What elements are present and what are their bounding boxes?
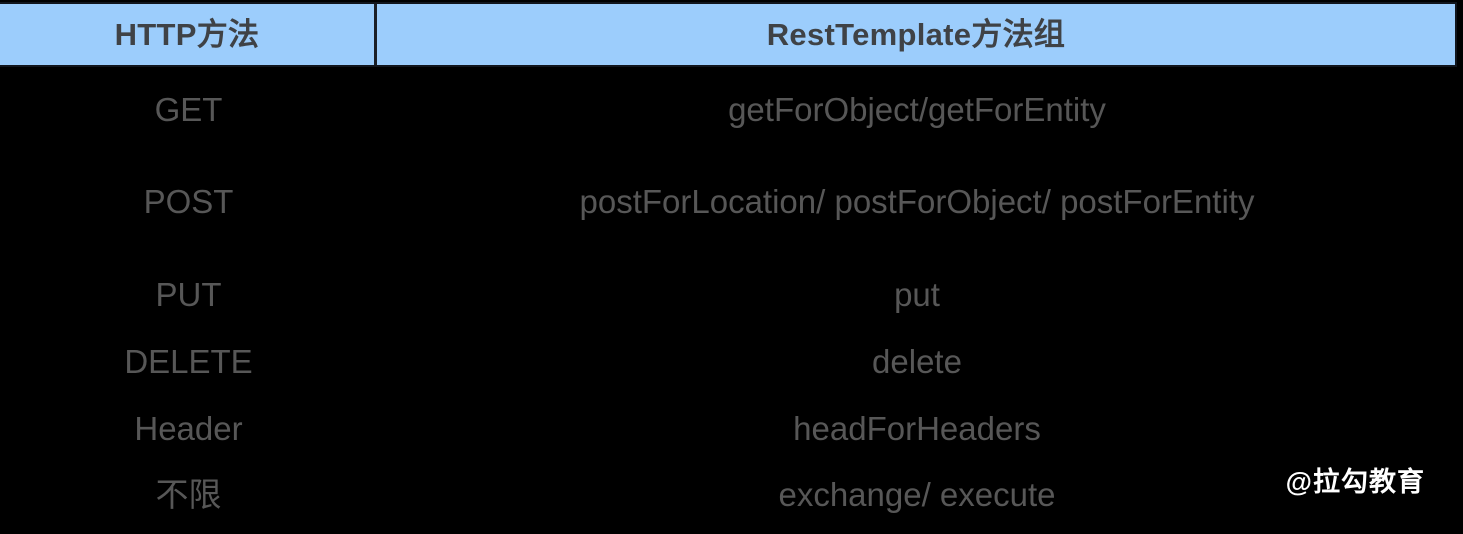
column-header-http-method: HTTP方法 bbox=[0, 4, 377, 65]
table-row: 不限 exchange/ execute bbox=[0, 471, 1457, 519]
cell-resttemplate-group: headForHeaders bbox=[793, 409, 1041, 447]
table-row: GET getForObject/getForEntity bbox=[0, 86, 1457, 134]
cell-http-method: PUT bbox=[155, 275, 222, 313]
cell-http-method: Header bbox=[134, 409, 243, 447]
cell-resttemplate-group: getForObject/getForEntity bbox=[728, 90, 1106, 128]
cell-resttemplate-group: put bbox=[894, 275, 940, 313]
table-header-row: HTTP方法 RestTemplate方法组 bbox=[0, 2, 1457, 67]
table-row: POST postForLocation/ postForObject/ pos… bbox=[0, 178, 1457, 226]
column-header-resttemplate-group: RestTemplate方法组 bbox=[377, 4, 1455, 65]
table-row: Header headForHeaders bbox=[0, 405, 1457, 453]
column-header-resttemplate-group-label: RestTemplate方法组 bbox=[766, 17, 1066, 52]
table-row: DELETE delete bbox=[0, 338, 1457, 386]
column-header-http-method-label: HTTP方法 bbox=[114, 17, 260, 52]
cell-http-method: GET bbox=[154, 90, 223, 128]
cell-http-method: DELETE bbox=[124, 342, 253, 380]
cell-resttemplate-group: exchange/ execute bbox=[778, 475, 1056, 513]
table-row: PUT put bbox=[0, 271, 1457, 319]
cell-http-method: POST bbox=[143, 182, 234, 220]
watermark: @拉勾教育 bbox=[1285, 467, 1425, 497]
cell-resttemplate-group: delete bbox=[872, 342, 962, 380]
cell-resttemplate-group: postForLocation/ postForObject/ postForE… bbox=[579, 182, 1255, 220]
cell-http-method: 不限 bbox=[155, 475, 222, 513]
